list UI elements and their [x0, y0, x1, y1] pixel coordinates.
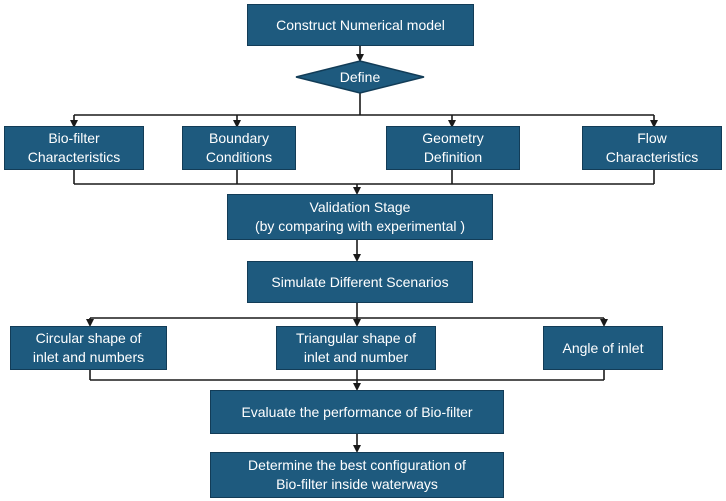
angle-of-inlet-box: Angle of inlet: [543, 326, 663, 370]
circular-shape-box: Circular shape of inlet and numbers: [10, 326, 167, 370]
define-label: Define: [339, 69, 381, 85]
determine-configuration-box: Determine the best configuration of Bio-…: [210, 452, 504, 498]
biofilter-characteristics-box: Bio-filter Characteristics: [4, 126, 144, 170]
triangular-shape-box: Triangular shape of inlet and number: [276, 326, 436, 370]
geometry-definition-box: Geometry Definition: [386, 126, 520, 170]
construct-model-box: Construct Numerical model: [247, 4, 474, 46]
validation-stage-box: Validation Stage (by comparing with expe…: [227, 194, 493, 240]
evaluate-performance-box: Evaluate the performance of Bio-filter: [210, 390, 504, 434]
define-diamond: [295, 60, 425, 94]
simulate-scenarios-box: Simulate Different Scenarios: [247, 261, 473, 303]
boundary-conditions-box: Boundary Conditions: [182, 126, 296, 170]
flow-characteristics-box: Flow Characteristics: [582, 126, 722, 170]
